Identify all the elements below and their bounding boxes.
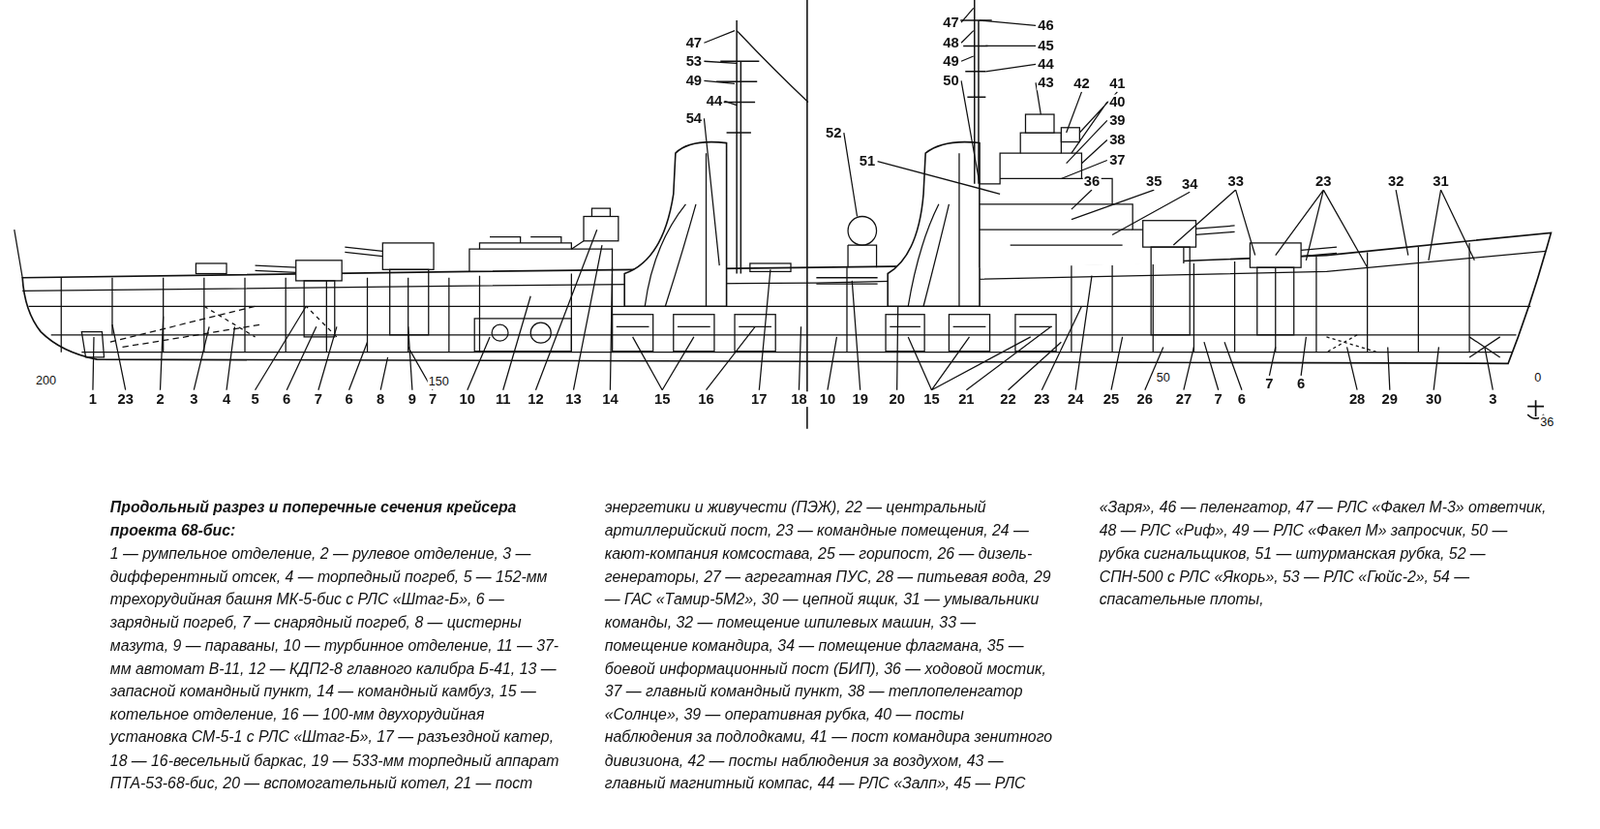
callout-number: 13 bbox=[564, 391, 583, 407]
callout-number: 3 bbox=[1487, 391, 1498, 407]
callout-number: 6 bbox=[343, 391, 354, 407]
callout-number: 44 bbox=[705, 92, 725, 109]
callout-number: 6 bbox=[1237, 391, 1247, 407]
callout-number: 52 bbox=[824, 124, 844, 141]
callout-number: 22 bbox=[998, 391, 1018, 407]
caption-text: 1 — румпельное отделение, 2 — рулевое от… bbox=[110, 495, 1549, 796]
callout-number: 53 bbox=[685, 53, 704, 69]
callout-number: 29 bbox=[1381, 391, 1400, 407]
callout-number: 2 bbox=[154, 391, 165, 407]
callout-number: 24 bbox=[1066, 391, 1086, 407]
callout-number: 42 bbox=[1072, 76, 1091, 92]
callout-number: 44 bbox=[1036, 57, 1056, 73]
callout-number: 43 bbox=[1036, 74, 1056, 91]
callout-number: 54 bbox=[685, 110, 704, 126]
callout-number: 46 bbox=[1036, 17, 1056, 33]
callout-number: 15 bbox=[653, 391, 672, 407]
callout-number: 37 bbox=[1108, 152, 1127, 169]
callout-number: 49 bbox=[941, 53, 961, 69]
callout-number: 10 bbox=[458, 391, 478, 407]
callout-number: 38 bbox=[1108, 132, 1127, 149]
callout-number: 28 bbox=[1348, 391, 1367, 407]
callout-number: 17 bbox=[750, 391, 769, 407]
callout-number: 10 bbox=[818, 391, 838, 407]
callout-number: 20 bbox=[887, 391, 906, 407]
callout-number: 21 bbox=[957, 391, 976, 407]
callout-number: 31 bbox=[1431, 174, 1450, 190]
callout-number: 49 bbox=[685, 72, 704, 89]
callout-number: 8 bbox=[375, 391, 386, 407]
frame-number: 0 bbox=[1533, 369, 1542, 386]
callout-number: 45 bbox=[1036, 38, 1056, 55]
callout-number: 47 bbox=[685, 34, 704, 51]
callout-number: 32 bbox=[1387, 174, 1406, 190]
callout-number: 23 bbox=[1032, 391, 1052, 407]
callout-number: 4 bbox=[221, 391, 232, 407]
callout-number: 5 bbox=[249, 391, 260, 407]
frame-number: 150 bbox=[427, 373, 451, 390]
callout-number: 6 bbox=[281, 391, 292, 407]
callout-number: 36 bbox=[1083, 174, 1102, 190]
callout-number: 50 bbox=[941, 72, 961, 89]
caption-columns: Продольный разрез и поперечные сечения к… bbox=[110, 495, 1549, 796]
callout-number: 30 bbox=[1424, 391, 1444, 407]
callout-number: 16 bbox=[696, 391, 716, 407]
callout-number: 6 bbox=[1296, 375, 1306, 392]
callout-number: 35 bbox=[1145, 174, 1164, 190]
callout-number: 12 bbox=[526, 391, 545, 407]
callout-number: 33 bbox=[1226, 174, 1245, 190]
callout-number: 9 bbox=[407, 391, 418, 407]
callout-number: 41 bbox=[1108, 76, 1127, 92]
callout-number: 26 bbox=[1136, 391, 1155, 407]
callout-number: 48 bbox=[941, 34, 961, 51]
callout-number: 1 bbox=[88, 391, 98, 407]
callout-number: 14 bbox=[601, 391, 620, 407]
callout-number: 23 bbox=[116, 391, 135, 407]
frame-number: 50 bbox=[1155, 369, 1172, 386]
frame-number: 36 bbox=[1539, 415, 1555, 431]
callout-number: 7 bbox=[313, 391, 324, 407]
frame-number: 200 bbox=[34, 372, 58, 389]
callout-number: 23 bbox=[1314, 174, 1333, 190]
callout-number: 19 bbox=[850, 391, 870, 407]
callout-number: 7 bbox=[1213, 391, 1224, 407]
callout-number: 7 bbox=[427, 391, 438, 407]
callout-number: 34 bbox=[1180, 176, 1200, 192]
callout-number: 51 bbox=[858, 153, 877, 170]
callout-number: 18 bbox=[789, 391, 809, 407]
callout-number: 47 bbox=[941, 14, 961, 31]
callout-number: 39 bbox=[1108, 112, 1127, 128]
callout-number: 11 bbox=[494, 391, 513, 407]
callout-number: 7 bbox=[1264, 375, 1274, 392]
callout-number: 25 bbox=[1102, 391, 1121, 407]
callout-number: 3 bbox=[188, 391, 199, 407]
callout-number: 27 bbox=[1175, 391, 1194, 407]
callout-number: 15 bbox=[922, 391, 941, 407]
caption-title: Продольный разрез и поперечные сечения к… bbox=[110, 495, 561, 542]
callout-number: 40 bbox=[1108, 94, 1127, 111]
